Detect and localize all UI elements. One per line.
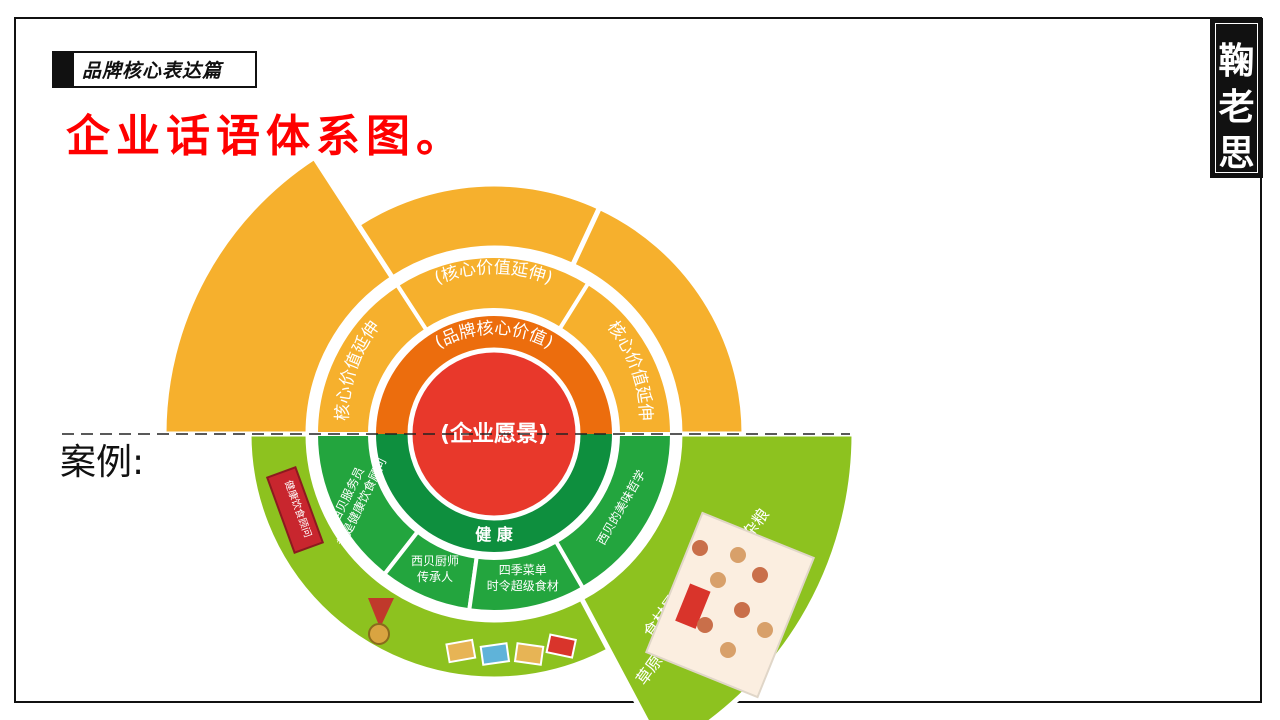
seal-char-3: 思 xyxy=(1218,132,1255,174)
seal-char-2: 老 xyxy=(1218,86,1255,128)
menu-poster-image xyxy=(644,511,816,699)
menu-poster-dish xyxy=(710,572,726,588)
section-tag-bar xyxy=(54,53,74,86)
seal-char-1: 鞠 xyxy=(1218,40,1255,82)
menu-poster-dish xyxy=(730,547,746,563)
seal-border xyxy=(1215,23,1258,173)
outer-orange-wedge-left xyxy=(161,153,397,437)
medal-icon xyxy=(368,623,390,645)
menu-poster-dish xyxy=(692,540,708,556)
author-seal: 鞠 老 思 xyxy=(1210,18,1263,178)
menu-card-image xyxy=(479,642,511,666)
vision-label: (企业愿景) xyxy=(440,421,548,447)
green-label-chef: 西贝厨师传承人 xyxy=(411,554,459,584)
menu-card-image xyxy=(545,633,577,659)
section-tag-label: 品牌核心表达篇 xyxy=(82,60,223,82)
menu-card-image xyxy=(445,638,477,664)
health-label: 健 康 xyxy=(475,525,514,544)
page-title: 企业话语体系图。 xyxy=(66,111,466,162)
green-label-menu: 四季菜单时令超级食材 xyxy=(487,563,559,593)
menu-poster-dish xyxy=(757,622,773,638)
menu-poster-dish xyxy=(752,567,768,583)
menu-poster-dish xyxy=(697,617,713,633)
extension-ring-top xyxy=(394,254,592,333)
outer-orange-wedge-top xyxy=(354,181,603,282)
menu-card-image xyxy=(513,642,545,666)
medal-ribbon xyxy=(368,598,394,628)
case-label: 案例: xyxy=(60,442,145,483)
menu-poster-red-label xyxy=(675,583,711,629)
red-sign-image xyxy=(265,466,325,554)
section-tag: 品牌核心表达篇 xyxy=(52,51,257,88)
menu-poster-dish xyxy=(734,602,750,618)
menu-poster-dish xyxy=(720,642,736,658)
extension-ring-right xyxy=(556,280,675,436)
outer-orange-wedge-right xyxy=(569,204,747,437)
